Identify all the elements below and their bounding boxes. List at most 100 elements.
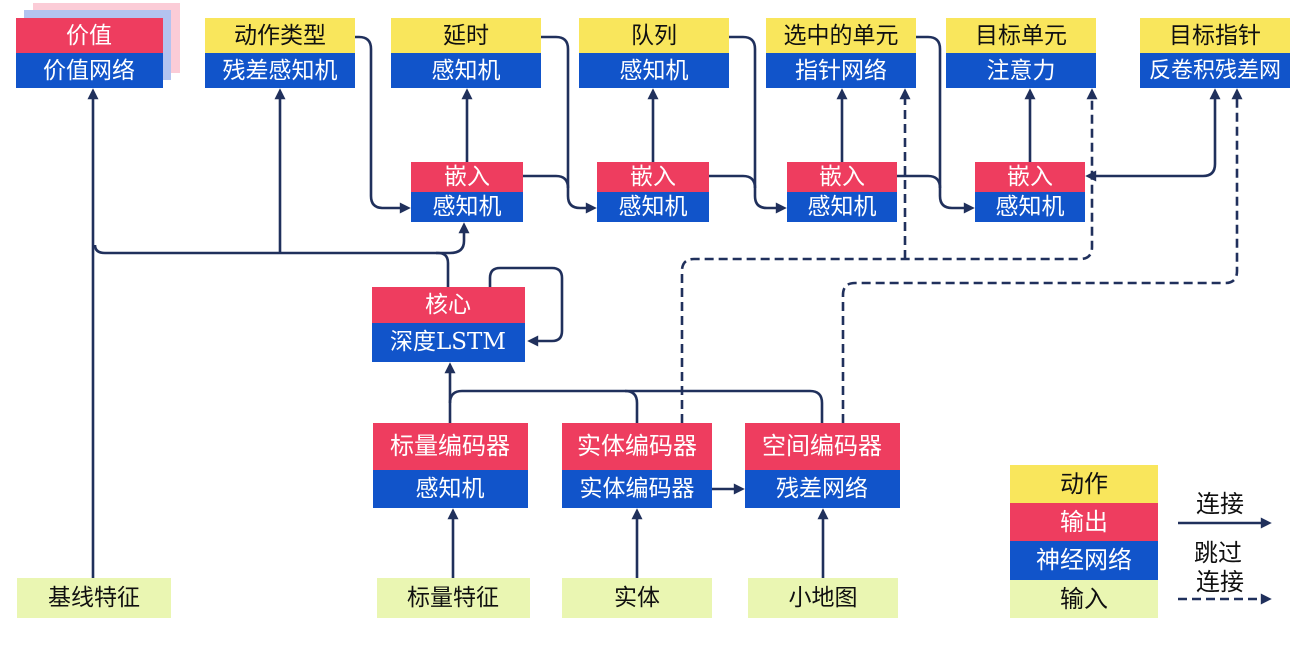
- edge-core-self-loop: [488, 266, 564, 347]
- core-network-box: [372, 323, 525, 362]
- embedding2-network-box: [597, 192, 709, 222]
- legend-output-swatch: [1010, 503, 1158, 541]
- node-target-point: 目标指针 反卷积残差网: [1140, 18, 1290, 88]
- scalar-encoder-network-box: [373, 470, 528, 508]
- delay-label: 延时: [443, 23, 489, 49]
- skip-connectors: [680, 88, 1243, 423]
- legend-action-swatch: [1010, 465, 1158, 503]
- entity-encoder-output-box: [562, 423, 712, 470]
- edge-collector-horizontal: [448, 389, 824, 423]
- input-row: 基线特征 标量特征 实体 小地图: [17, 578, 898, 618]
- target-point-action-box: [1140, 18, 1290, 53]
- delay-sublabel: 感知机: [432, 58, 501, 84]
- target-unit-label: 目标单元: [975, 23, 1067, 49]
- legend-skip-label-line2: 连接: [1196, 568, 1244, 596]
- edge-embedding2-out: [709, 174, 757, 189]
- embedding2-output-box: [597, 162, 709, 192]
- target-unit-action-box: [946, 18, 1096, 53]
- edge-core-branch-left: [93, 244, 450, 287]
- legend-input-swatch: [1010, 580, 1158, 618]
- node-selected-units: 选中的单元 指针网络: [766, 18, 916, 88]
- minimap-label: 小地图: [789, 585, 858, 611]
- target-unit-network-box: [946, 53, 1096, 88]
- selected-units-action-box: [766, 18, 916, 53]
- node-queue: 队列 感知机: [579, 18, 729, 88]
- legend: 动作 输出 神经网络 输入 连接 跳过 连接: [1010, 465, 1272, 618]
- target-unit-sublabel: 注意力: [987, 58, 1056, 84]
- embedding2-sublabel: 感知机: [619, 194, 688, 220]
- node-core: 核心 深度LSTM: [372, 287, 525, 362]
- action-type-label: 动作类型: [234, 23, 326, 49]
- scalar-features-box: [377, 578, 530, 618]
- scalar-encoder-sublabel: 感知机: [416, 476, 485, 502]
- solid-connectors: [87, 35, 1221, 578]
- embedding1-output-box: [411, 162, 523, 192]
- embedding3-output-box: [787, 162, 897, 192]
- selected-units-network-box: [766, 53, 916, 88]
- value-output-box: [16, 18, 163, 53]
- legend-connection-label: 连接: [1196, 490, 1244, 518]
- embedding3-sublabel: 感知机: [808, 194, 877, 220]
- action-type-network-box: [205, 53, 355, 88]
- legend-neural-network-label: 神经网络: [1036, 546, 1132, 574]
- node-scalar-encoder: 标量编码器 感知机: [373, 423, 528, 508]
- core-output-box: [372, 287, 525, 323]
- spatial-encoder-network-box: [745, 470, 900, 508]
- entity-encoder-sublabel: 实体编码器: [580, 476, 695, 502]
- target-point-label: 目标指针: [1169, 23, 1261, 49]
- edge-delay-to-embedding2: [541, 35, 597, 214]
- node-entity-encoder: 实体编码器 实体编码器: [562, 423, 712, 508]
- embedding3-label: 嵌入: [819, 164, 865, 190]
- node-embedding-4: 嵌入 感知机: [975, 162, 1085, 222]
- embedding1-sublabel: 感知机: [433, 194, 502, 220]
- queue-label: 队列: [631, 23, 677, 49]
- edge-core-to-embedding1: [436, 222, 470, 255]
- embedding1-network-box: [411, 192, 523, 222]
- embedding2-label: 嵌入: [630, 164, 676, 190]
- edge-embedding4-target-point: [1085, 88, 1221, 182]
- delay-action-box: [391, 18, 541, 53]
- edge-entity-encoder-join: [624, 389, 639, 423]
- edge-queue-to-embedding3: [729, 35, 787, 214]
- entity-encoder-label: 实体编码器: [577, 432, 697, 460]
- legend-neural-network-swatch: [1010, 541, 1158, 580]
- entities-box: [562, 578, 712, 618]
- edge-action-type-to-embedding1: [355, 35, 411, 214]
- legend-input-label: 输入: [1060, 585, 1108, 613]
- selected-units-sublabel: 指针网络: [795, 58, 887, 84]
- node-embedding-3: 嵌入 感知机: [787, 162, 897, 222]
- queue-network-box: [579, 53, 729, 88]
- embedding3-network-box: [787, 192, 897, 222]
- embedding4-network-box: [975, 192, 1085, 222]
- target-point-network-box: [1140, 53, 1290, 88]
- baseline-features-box: [17, 578, 171, 618]
- core-label: 核心: [425, 292, 471, 318]
- embedding1-label: 嵌入: [444, 164, 490, 190]
- embedding4-label: 嵌入: [1007, 164, 1053, 190]
- scalar-encoder-label: 标量编码器: [390, 432, 510, 460]
- node-spatial-encoder: 空间编码器 残差网络: [745, 423, 900, 508]
- core-sublabel: 深度LSTM: [390, 329, 506, 355]
- skip-entity-to-target-unit: [680, 88, 1098, 423]
- skip-spatial-to-target-point: [841, 88, 1243, 423]
- delay-network-box: [391, 53, 541, 88]
- node-target-unit: 目标单元 注意力: [946, 18, 1096, 88]
- value-network-box: [16, 53, 163, 88]
- legend-skip-label-line1: 跳过: [1194, 539, 1242, 567]
- node-embedding-1: 嵌入 感知机: [411, 162, 523, 222]
- spatial-encoder-sublabel: 残差网络: [776, 476, 868, 502]
- spatial-encoder-label: 空间编码器: [762, 432, 882, 460]
- legend-output-label: 输出: [1060, 508, 1108, 536]
- queue-sublabel: 感知机: [620, 58, 689, 84]
- node-delay: 延时 感知机: [391, 18, 541, 88]
- target-point-sublabel: 反卷积残差网: [1149, 59, 1281, 84]
- edge-embedding3-out: [897, 174, 942, 189]
- node-embedding-2: 嵌入 感知机: [597, 162, 709, 222]
- entities-label: 实体: [614, 585, 660, 611]
- node-value: 价值 价值网络: [16, 3, 180, 88]
- value-label: 价值: [66, 23, 112, 49]
- scalar-encoder-output-box: [373, 423, 528, 470]
- minimap-box: [748, 578, 898, 618]
- value-sublabel: 价值网络: [43, 58, 135, 84]
